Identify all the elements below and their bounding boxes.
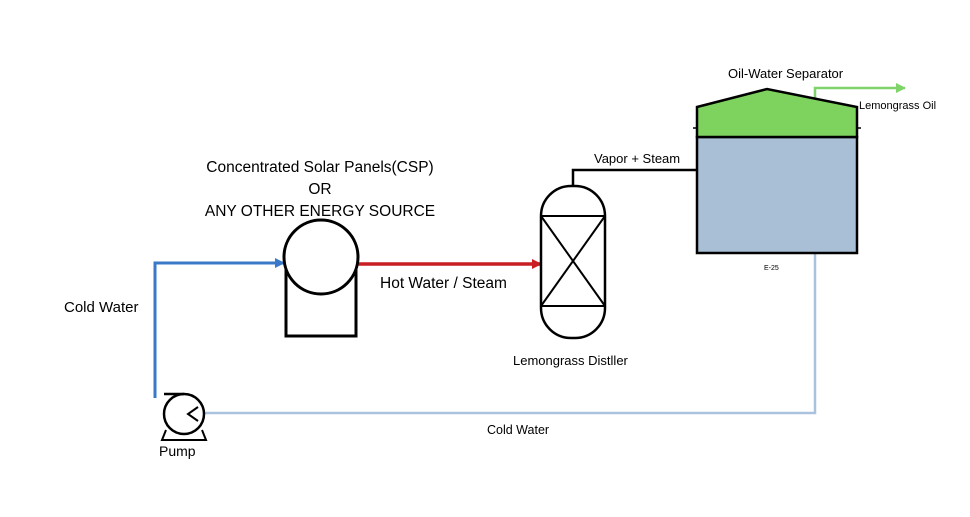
cold-water-bottom-label: Cold Water bbox=[487, 423, 550, 437]
separator-label: Oil-Water Separator bbox=[728, 66, 844, 81]
cold-water-return-line bbox=[196, 253, 817, 415]
vapor-steam-label: Vapor + Steam bbox=[594, 151, 681, 166]
lemongrass-distiller bbox=[539, 184, 607, 340]
cold-water-feed-line bbox=[153, 258, 285, 398]
csp-title-line2: OR bbox=[308, 181, 332, 198]
vapor-steam-line bbox=[571, 168, 697, 186]
csp-title-line3: ANY OTHER ENERGY SOURCE bbox=[204, 203, 436, 220]
distiller-label: Lemongrass Distller bbox=[513, 353, 628, 368]
lemongrass-oil-label: Lemongrass Oil bbox=[859, 100, 937, 112]
csp-title-line1: Concentrated Solar Panels(CSP) bbox=[206, 159, 434, 176]
pump-label: Pump bbox=[159, 443, 196, 459]
csp-title: Concentrated Solar Panels(CSP) OR ANY OT… bbox=[170, 157, 470, 223]
hot-water-label: Hot Water / Steam bbox=[380, 275, 507, 292]
csp-heater bbox=[282, 218, 360, 338]
oil-water-separator bbox=[693, 87, 861, 255]
cold-water-left-label: Cold Water bbox=[64, 299, 139, 316]
separator-tag: E-25 bbox=[764, 265, 779, 272]
pump-symbol bbox=[160, 392, 208, 441]
